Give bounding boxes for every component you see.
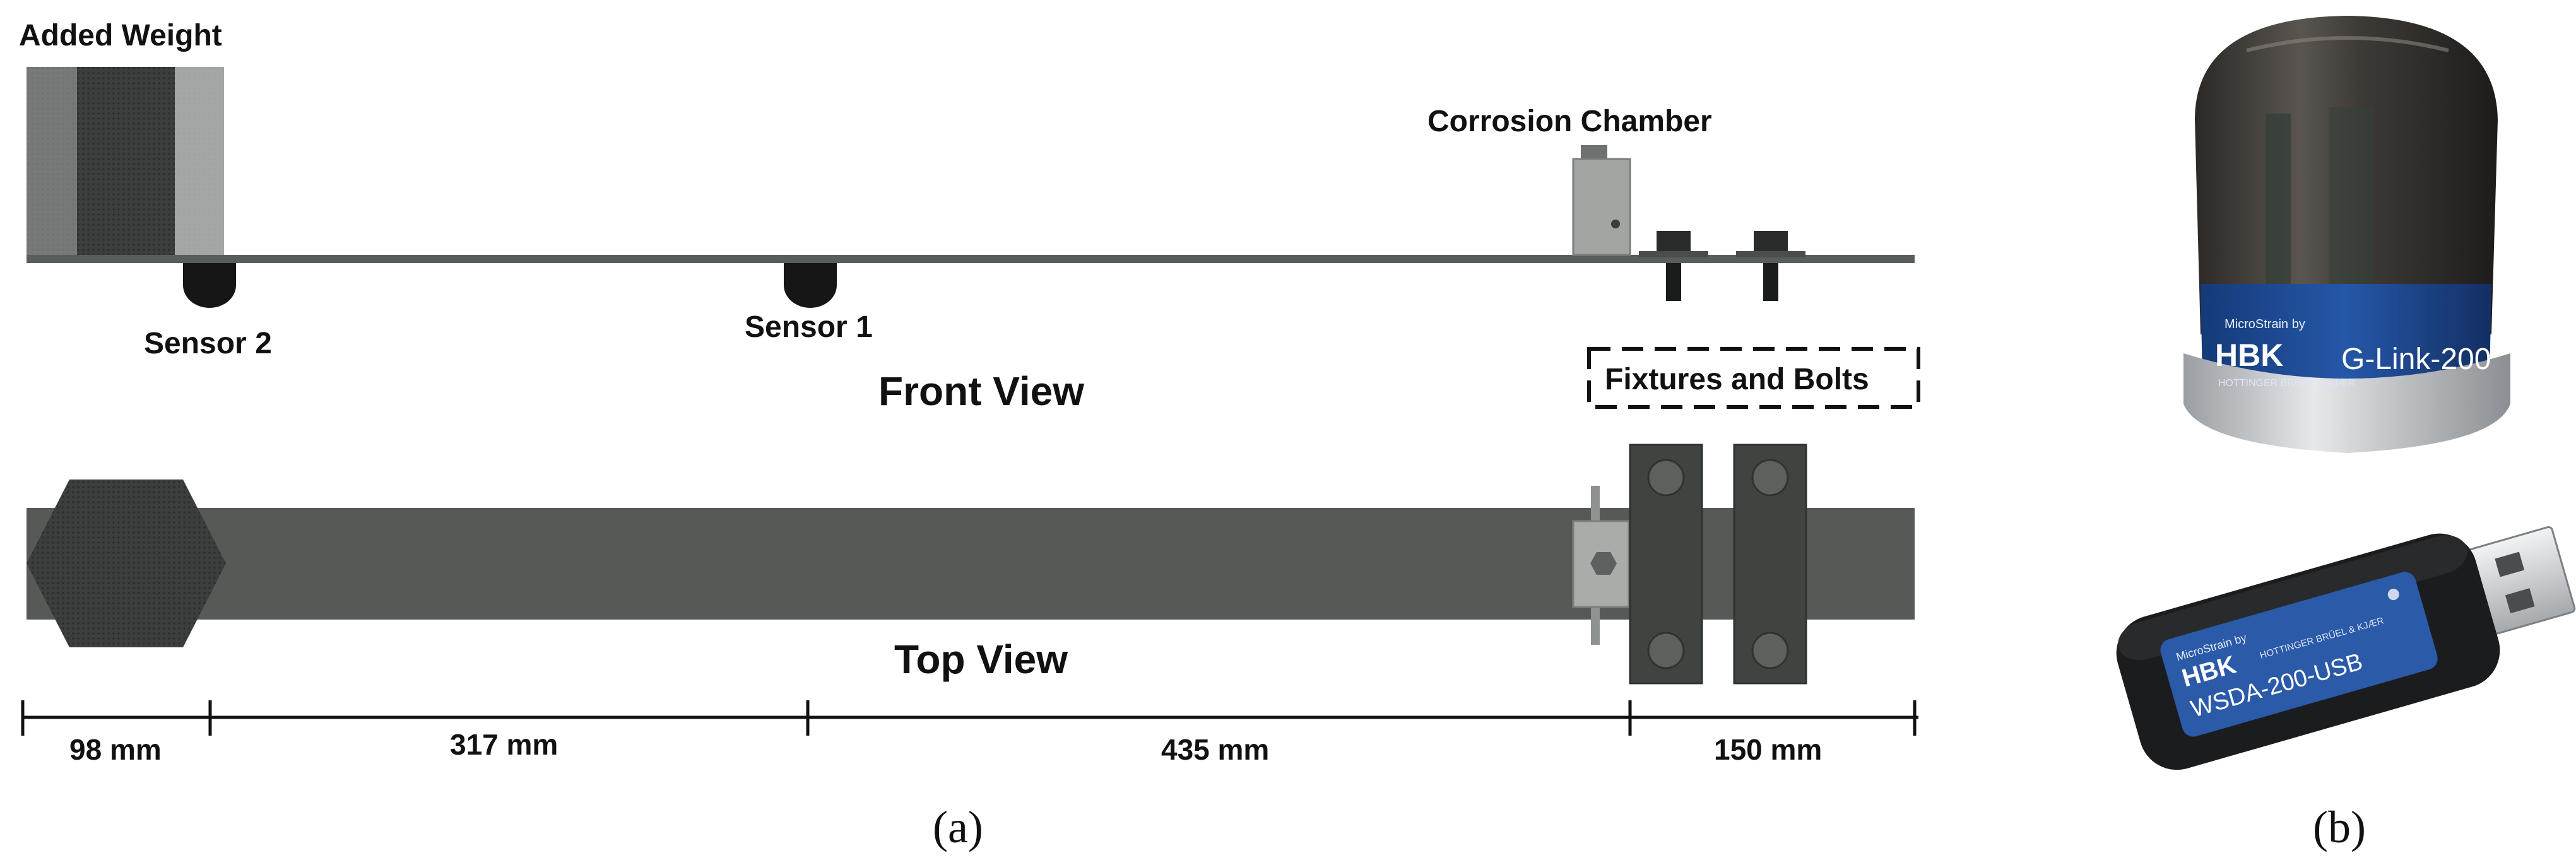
top-view: Top View <box>27 444 1915 685</box>
fixture-2 <box>1733 444 1807 685</box>
corrosion-chamber <box>1572 145 1631 256</box>
node-steel-base <box>2183 353 2510 453</box>
dim-label-150: 150 mm <box>1714 733 1822 766</box>
front-view-title: Front View <box>878 368 1084 414</box>
added-weight-block <box>27 67 224 262</box>
fixture-1 <box>1629 444 1703 685</box>
fixtures-and-bolts-label: Fixtures and Bolts <box>1605 363 1869 396</box>
sensor-2 <box>183 263 236 308</box>
added-weight-hexagon <box>27 480 226 647</box>
dim-label-317: 317 mm <box>450 728 558 761</box>
corrosion-chamber-top <box>1572 486 1630 645</box>
sensor-2-label: Sensor 2 <box>144 327 272 360</box>
beam-front <box>27 255 1915 263</box>
node-band <box>2201 284 2491 394</box>
bolt-1 <box>1639 231 1708 301</box>
caption-a: (a) <box>933 802 983 852</box>
corrosion-chamber-label: Corrosion Chamber <box>1427 105 1712 138</box>
usb-stick-photo: MicroStrain by HBK HOTTINGER BRÜEL & KJÆ… <box>2116 526 2576 770</box>
caption-b: (b) <box>2313 802 2366 852</box>
dim-label-98: 98 mm <box>69 733 162 766</box>
usb-led <box>2387 589 2399 601</box>
fixtures-dashed-box <box>1587 347 1920 409</box>
node-company-text: HOTTINGER BRÜEL & KJÆR <box>2218 377 2355 389</box>
node-logo-text: HBK <box>2215 338 2283 373</box>
front-view: Added Weight Corrosion Chamber Sensor 2 … <box>19 19 1920 414</box>
dimension-line: 98 mm 317 mm 435 mm 150 mm <box>21 700 1918 766</box>
node-brand-text: MicroStrain by <box>2224 317 2305 331</box>
g-link-node-photo: MicroStrain by HBK HOTTINGER BRÜEL & KJÆ… <box>2183 16 2510 453</box>
sensor-1-label: Sensor 1 <box>745 310 873 344</box>
node-model-text: G-Link-200 <box>2341 343 2491 376</box>
dim-label-435: 435 mm <box>1161 733 1269 766</box>
top-view-title: Top View <box>894 637 1068 682</box>
added-weight-label: Added Weight <box>19 19 222 52</box>
usb-label <box>2160 572 2438 737</box>
sensor-1 <box>784 263 837 308</box>
bolt-2 <box>1736 231 1805 301</box>
